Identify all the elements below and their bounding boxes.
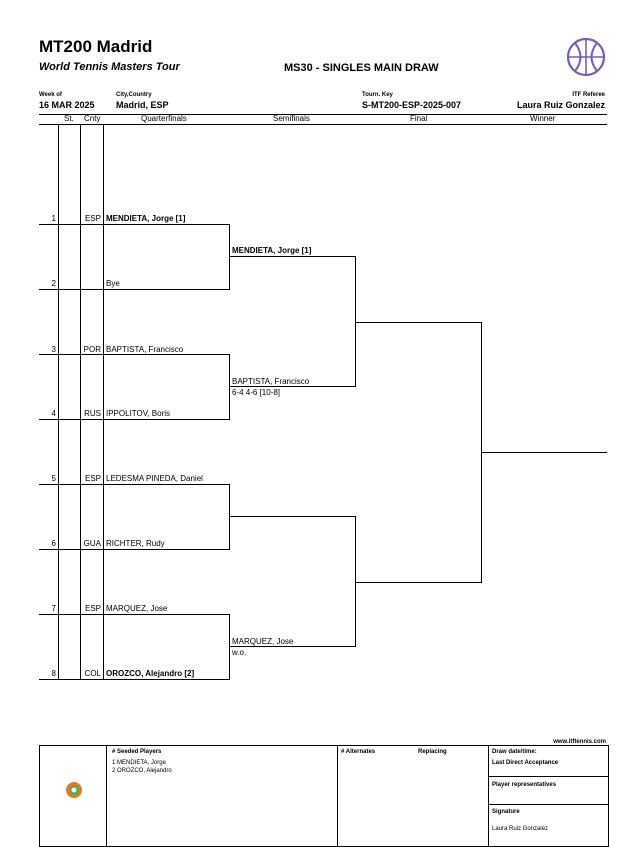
col-quarterfinals: Quarterfinals (141, 114, 187, 123)
tennis-ball-icon (566, 37, 606, 77)
tourn-key-label: Tourn. Key (362, 92, 393, 98)
player-country: RUS (84, 409, 101, 418)
semifinalist-name: MENDIETA, Jorge [1] (232, 246, 312, 255)
player-country: GUA (83, 539, 101, 548)
bracket-connector (229, 484, 230, 550)
player-line (39, 484, 230, 485)
player-line (39, 289, 230, 290)
player-line (39, 549, 230, 550)
city-value: Madrid, ESP (116, 100, 169, 110)
seeded-player: 1 MENDIETA, Jorge (112, 760, 166, 766)
semifinalist-name: BAPTISTA, Francisco (232, 377, 310, 386)
draw-position: 4 (51, 409, 56, 418)
player-name: OROZCO, Alejandro [2] (106, 669, 195, 678)
player-country: ESP (84, 474, 101, 483)
col-semifinals: Semifinals (273, 114, 310, 123)
referee-value: Laura Ruiz Gonzalez (516, 100, 605, 110)
signature-label: Signature (492, 809, 520, 815)
tournament-title: MT200 Madrid (39, 37, 153, 56)
draw-position: 7 (51, 604, 56, 613)
footer-box: # Seeded Players 1 MENDIETA, Jorge 2 ORO… (39, 745, 609, 847)
player-line (39, 419, 230, 420)
draw-position: 5 (51, 474, 56, 483)
draw-title: MS30 - SINGLES MAIN DRAW (284, 62, 439, 74)
player-line (39, 224, 230, 225)
week-value: 16 MAR 2025 (39, 100, 95, 110)
footer-divider (337, 746, 338, 846)
bracket-connector (481, 322, 482, 583)
header-rule-bottom (39, 124, 607, 125)
player-name: IPPOLITOV, Boris (106, 409, 171, 418)
col-final: Final (410, 114, 428, 123)
draw-position: 2 (51, 279, 56, 288)
match-score: w.o. (232, 648, 247, 657)
bracket-connector (229, 614, 230, 680)
seeded-player: 2 OROZCO, Alejandro (112, 768, 172, 774)
footer-rule (489, 776, 608, 777)
player-line (39, 614, 230, 615)
bracket-connector (229, 354, 230, 420)
column-separator (80, 124, 81, 680)
player-country: ESP (84, 604, 101, 613)
semifinalist-name: MARQUEZ, Jose (232, 637, 294, 646)
semifinal-line (230, 256, 356, 257)
draw-position: 3 (51, 345, 56, 354)
player-country: ESP (84, 214, 101, 223)
semifinal-line (230, 386, 356, 387)
player-name: MARQUEZ, Jose (106, 604, 168, 613)
player-name: Bye (106, 279, 120, 288)
footer-rule (489, 804, 608, 805)
player-name: RICHTER, Rudy (106, 539, 165, 548)
seeded-players-header: # Seeded Players (112, 749, 162, 755)
itf-logo-icon (66, 782, 82, 798)
referee-label: ITF Referee (572, 92, 605, 98)
header-rule-top (39, 114, 607, 115)
winner-line (482, 452, 607, 453)
tourn-key-value: S-MT200-ESP-2025-007 (362, 100, 462, 110)
draw-position: 1 (51, 214, 56, 223)
column-separator (103, 124, 104, 680)
semifinal-line (230, 646, 356, 647)
bracket-connector (355, 256, 356, 387)
match-score: 6-4 4-6 [10-8] (232, 388, 281, 397)
signature-name: Laura Ruiz Gonzalez (492, 826, 549, 832)
week-label: Week of (39, 92, 62, 98)
alternates-header: # Alternates (341, 749, 376, 755)
bracket-connector (355, 516, 356, 647)
player-line (39, 354, 230, 355)
draw-position: 6 (51, 539, 56, 548)
col-country: Cnty (84, 114, 101, 123)
tour-name: World Tennis Masters Tour (39, 61, 180, 73)
website: www.itftennis.com (553, 739, 606, 745)
footer-divider (106, 746, 107, 846)
player-country: POR (83, 345, 101, 354)
city-label: City,Country (116, 92, 152, 98)
player-country: COL (84, 669, 101, 678)
col-status: St. (64, 114, 74, 123)
player-name: BAPTISTA, Francisco (106, 345, 184, 354)
player-name: MENDIETA, Jorge [1] (106, 214, 186, 223)
final-line (356, 582, 482, 583)
replacing-header: Replacing (418, 749, 447, 755)
semifinal-line (230, 516, 356, 517)
col-winner: Winner (530, 114, 556, 123)
final-line (356, 322, 482, 323)
draw-position: 8 (51, 669, 56, 678)
last-direct-acceptance-label: Last Direct Acceptance (492, 760, 559, 766)
footer-divider (488, 746, 489, 846)
player-name: LEDESMA PINEDA, Daniel (106, 474, 203, 483)
column-separator (58, 124, 59, 680)
player-line (39, 679, 230, 680)
draw-date-label: Draw date/time: (492, 749, 537, 755)
bracket-connector (229, 224, 230, 290)
player-representatives-label: Player representatives (492, 782, 557, 788)
